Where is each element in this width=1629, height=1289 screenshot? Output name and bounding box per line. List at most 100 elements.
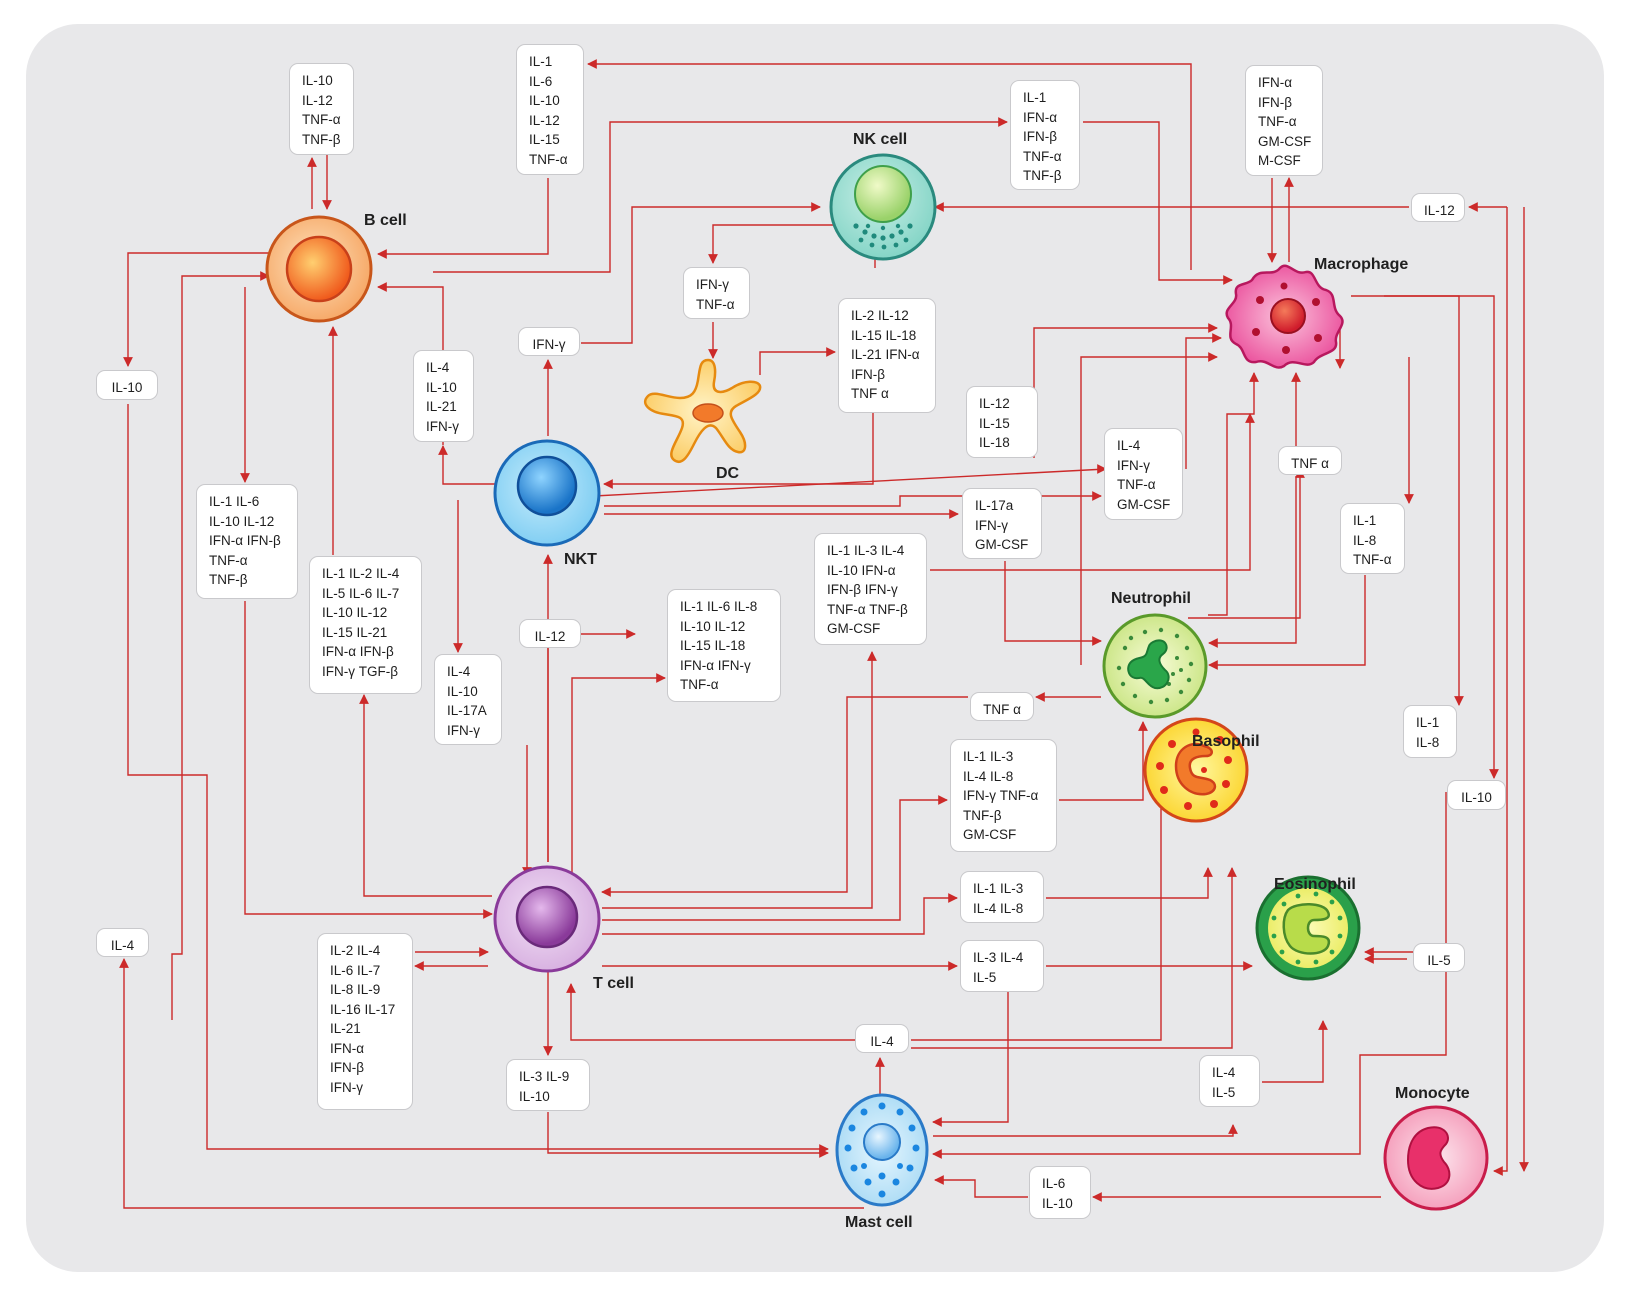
connector-arrow <box>708 224 875 264</box>
t-cell-label: T cell <box>593 975 634 992</box>
connector-arrow <box>1059 721 1148 801</box>
cytokine-box: IL-1 IFN-α IFN-β TNF-α TNF-β <box>1010 80 1080 190</box>
connector-arrow <box>911 732 1166 1041</box>
cytokine-box: IL-12 <box>519 619 581 648</box>
connector-arrow <box>1208 372 1259 616</box>
cytokine-box: IL-4 <box>96 928 149 957</box>
neutrophil-label: Neutrophil <box>1111 590 1191 607</box>
cytokine-box: IL-5 <box>1413 943 1465 972</box>
cytokine-box: IL-2 IL-12 IL-15 IL-18 IL-21 IFN-α IFN-β… <box>838 298 936 413</box>
connector-arrow <box>1185 333 1222 469</box>
eosinophil-label: Eosinophil <box>1274 876 1356 893</box>
mast-cell <box>835 1093 929 1207</box>
connector-arrow <box>602 795 948 921</box>
connector-arrow <box>932 992 1009 1127</box>
macrophage-label: Macrophage <box>1314 256 1409 273</box>
cytokine-box: IL-1 IL-8 <box>1403 705 1457 758</box>
cytokine-box: IL-1 IL-3 IL-4 IL-10 IFN-α IFN-β IFN-γ T… <box>814 533 927 645</box>
connector-arrow <box>593 464 1107 497</box>
connector-arrow <box>911 867 1237 1049</box>
connector-arrow <box>438 445 498 485</box>
neutrophil <box>1102 613 1208 719</box>
basophil <box>1143 717 1249 823</box>
connector-arrow <box>1188 468 1305 619</box>
cytokine-box: IFN-γ TNF-α <box>683 267 750 319</box>
b-cell <box>265 215 373 323</box>
connector-arrow <box>930 413 1255 571</box>
connector-arrow <box>123 252 269 367</box>
eosinophil <box>1255 875 1361 981</box>
connector-arrow <box>1004 561 1102 646</box>
connector-arrow <box>571 673 666 873</box>
cytokine-box: IL-3 IL-4 IL-5 <box>960 940 1044 992</box>
dc-label: DC <box>716 465 740 482</box>
connector-arrow <box>1080 352 1218 665</box>
cytokine-box: IL-17a IFN-γ GM-CSF <box>962 488 1042 559</box>
cytokine-box: IL-4 IFN-γ TNF-α GM-CSF <box>1104 428 1183 520</box>
cytokine-box: IL-1 IL-6 IL-8 IL-10 IL-12 IL-15 IL-18 I… <box>667 589 781 702</box>
connector-arrow <box>602 651 877 909</box>
nk-cell <box>829 153 937 261</box>
connector-arrow <box>547 629 636 862</box>
connector-arrow <box>1208 476 1297 648</box>
b-cell-label: B cell <box>364 212 407 229</box>
connector-arrow <box>1046 867 1213 899</box>
cytokine-box: IL-1 IL-3 IL-4 IL-8 IFN-γ TNF-α TNF-β GM… <box>950 739 1057 852</box>
connector-arrow <box>759 347 836 375</box>
connector-arrow <box>581 202 821 344</box>
cytokine-box: IL-12 <box>1411 193 1465 222</box>
connector-arrow <box>602 893 958 935</box>
connector-arrow <box>1083 121 1233 285</box>
connector-arrow <box>377 178 549 259</box>
cytokine-box: IL-10 <box>1447 780 1506 810</box>
cytokine-box: IFN-α IFN-β TNF-α GM-CSF M-CSF <box>1245 65 1323 176</box>
connector-arrow <box>1493 207 1508 1176</box>
cytokine-box: IL-4 <box>855 1024 909 1053</box>
connector-arrow <box>1262 1020 1328 1083</box>
cytokine-box: IL-2 IL-4 IL-6 IL-7 IL-8 IL-9 IL-16 IL-1… <box>317 933 413 1110</box>
cytokine-box: IL-12 IL-15 IL-18 <box>966 386 1038 458</box>
cytokine-box: IL-4 IL-10 IL-21 IFN-γ <box>413 350 474 442</box>
cytokine-box: IL-10 IL-12 TNF-α TNF-β <box>289 63 354 155</box>
connector-arrow <box>1384 295 1464 706</box>
connector-arrow <box>171 271 270 1020</box>
connector-arrow <box>934 1175 1028 1198</box>
mast-cell-label: Mast cell <box>845 1214 913 1231</box>
dendritic-cell <box>643 358 762 463</box>
connector-arrow <box>1208 575 1366 670</box>
connector-arrow <box>566 983 855 1041</box>
connector-arrow <box>119 958 864 1209</box>
nk-cell-label: NK cell <box>853 131 908 148</box>
connector-arrow <box>433 117 1008 273</box>
connector-arrow <box>933 1124 1238 1137</box>
cytokine-box: IL-10 <box>96 370 158 400</box>
cytokine-box: IL-1 IL-8 TNF-α <box>1340 503 1405 574</box>
connector-arrow <box>603 389 874 489</box>
cytokine-box: IL-3 IL-9 IL-10 <box>506 1059 590 1111</box>
connector-arrow <box>359 694 492 897</box>
connector-arrow <box>587 59 1192 270</box>
monocyte-label: Monocyte <box>1395 1085 1470 1102</box>
connector-arrow <box>601 696 968 897</box>
connector-arrow <box>547 1112 829 1158</box>
cytokine-box: IL-1 IL-6 IL-10 IL-12 IL-15 TNF-α <box>516 44 584 175</box>
cytokine-box: IL-1 IL-6 IL-10 IL-12 IFN-α IFN-β TNF-α … <box>196 484 298 599</box>
cytokine-box: IL-1 IL-3 IL-4 IL-8 <box>960 871 1044 923</box>
cytokine-box: IL-4 IL-10 IL-17A IFN-γ <box>434 654 502 745</box>
cytokine-box: IL-4 IL-5 <box>1199 1055 1260 1107</box>
monocyte <box>1383 1105 1489 1211</box>
cytokine-box: IL-1 IL-2 IL-4 IL-5 IL-6 IL-7 IL-10 IL-1… <box>309 556 422 694</box>
macrophage <box>1225 264 1344 369</box>
connector-arrow <box>1351 295 1499 779</box>
connector-arrow <box>244 601 493 919</box>
cytokine-box: IFN-γ <box>518 327 580 356</box>
cytokine-box: IL-6 IL-10 <box>1029 1166 1091 1219</box>
nkt-cell <box>493 439 601 547</box>
connector-arrow <box>127 404 829 1154</box>
cytokine-box: TNF α <box>1278 446 1342 475</box>
nkt-label: NKT <box>564 551 597 568</box>
basophil-label: Basophil <box>1192 733 1260 750</box>
cytokine-box: TNF α <box>970 692 1034 721</box>
t-cell <box>493 865 601 973</box>
